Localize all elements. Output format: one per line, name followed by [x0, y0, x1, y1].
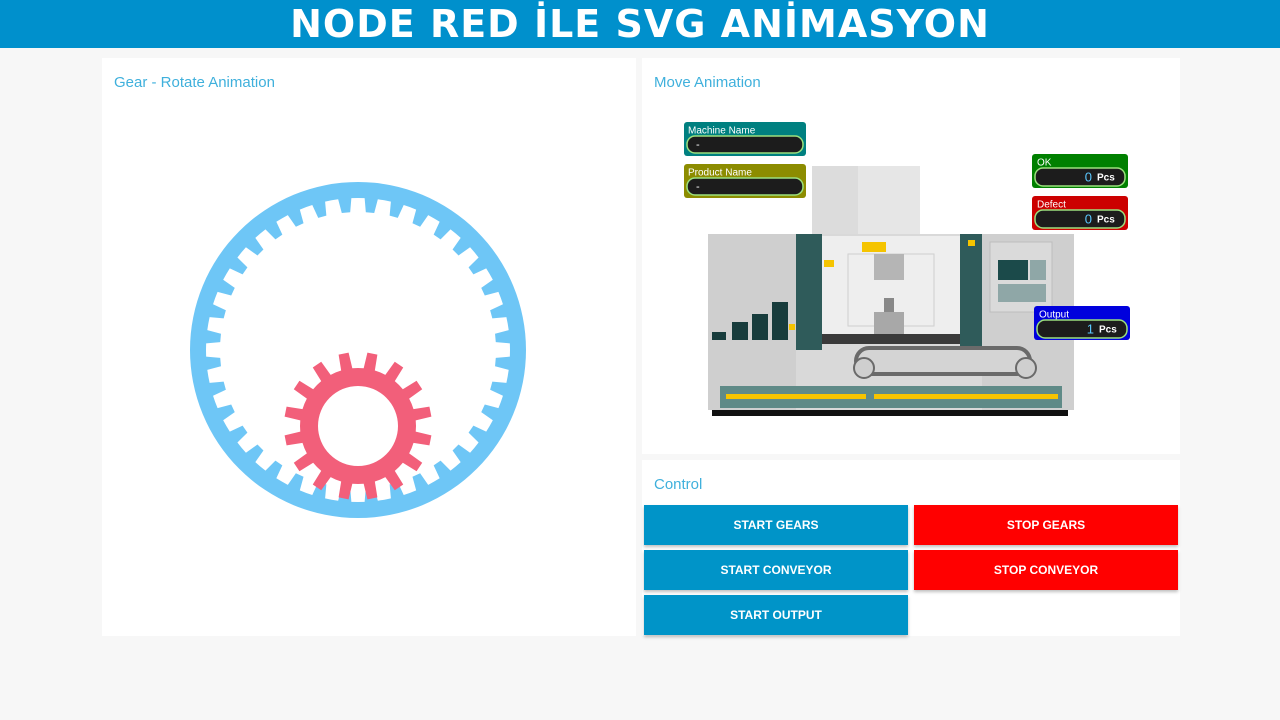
meter-bar: [732, 322, 748, 340]
machine-name-field: [686, 135, 804, 154]
product-name-value: -: [696, 181, 700, 193]
machine-name-value: -: [696, 139, 700, 151]
move-panel-title: Move Animation: [654, 74, 761, 91]
output-label: Output: [1039, 310, 1069, 321]
small-indicator: [824, 260, 834, 267]
ok-value: 0: [1085, 169, 1092, 184]
meter-indicator: [789, 324, 795, 330]
product-name-field: [686, 177, 804, 196]
control-panel-title: Control: [654, 476, 703, 493]
base-stripe-right: [874, 394, 1058, 399]
gear-animation: [190, 182, 526, 518]
meter-bar: [772, 302, 788, 340]
small-indicator-right: [968, 240, 975, 246]
left-door-frame: [796, 234, 822, 350]
gear-panel: Gear - Rotate Animation: [102, 58, 636, 636]
control-screen-icon: [998, 260, 1028, 280]
output-counter: Output 1 Pcs: [1034, 306, 1130, 340]
start-conveyor-button[interactable]: START CONVEYOR: [644, 550, 908, 590]
base-stripe-left: [726, 394, 866, 399]
machine-spindle-housing: [858, 166, 920, 236]
right-door-frame: [960, 234, 982, 350]
gear-panel-title: Gear - Rotate Animation: [114, 74, 275, 91]
stop-conveyor-button[interactable]: STOP CONVEYOR: [914, 550, 1178, 590]
machine-name-box: Machine Name -: [684, 122, 806, 156]
defect-field: [1034, 209, 1126, 229]
move-animation-panel: Move Animation: [642, 58, 1180, 454]
product-name-label: Product Name: [688, 168, 752, 179]
control-keys: [998, 284, 1046, 302]
page-banner: NODE RED İLE SVG ANİMASYON: [0, 0, 1280, 48]
start-output-button[interactable]: START OUTPUT: [644, 595, 908, 635]
conveyor-roller-left: [853, 357, 875, 379]
ok-counter: OK 0 Pcs: [1032, 154, 1128, 188]
spindle-head: [874, 254, 904, 280]
defect-unit: Pcs: [1097, 215, 1115, 226]
ok-field: [1034, 167, 1126, 187]
defect-value: 0: [1085, 211, 1092, 226]
pinion-gear-icon: [284, 352, 432, 500]
spindle-rod: [884, 298, 894, 312]
conveyor-roller-right: [1015, 357, 1037, 379]
meter-bar: [712, 332, 726, 340]
warning-label: [862, 242, 886, 252]
ok-label: OK: [1037, 158, 1052, 169]
product-name-box: Product Name -: [684, 164, 806, 198]
conveyor-belt: [854, 346, 1032, 376]
output-unit: Pcs: [1099, 325, 1117, 336]
output-field: [1036, 319, 1128, 339]
machine-illustration: Machine Name - Product Name - OK 0 Pcs D…: [684, 122, 1130, 416]
ok-unit: Pcs: [1097, 173, 1115, 184]
work-table: [822, 334, 960, 344]
machine-floor: [712, 410, 1068, 416]
meter-bar: [752, 314, 768, 340]
start-gears-button[interactable]: START GEARS: [644, 505, 908, 545]
output-value: 1: [1087, 321, 1094, 336]
control-panel: Control START GEARS STOP GEARS START CON…: [642, 460, 1180, 636]
control-keypad: [1030, 260, 1046, 280]
defect-counter: Defect 0 Pcs: [1032, 196, 1128, 230]
defect-label: Defect: [1037, 200, 1066, 211]
stop-gears-button[interactable]: STOP GEARS: [914, 505, 1178, 545]
press-tool: [874, 312, 904, 334]
machine-name-label: Machine Name: [688, 126, 756, 137]
